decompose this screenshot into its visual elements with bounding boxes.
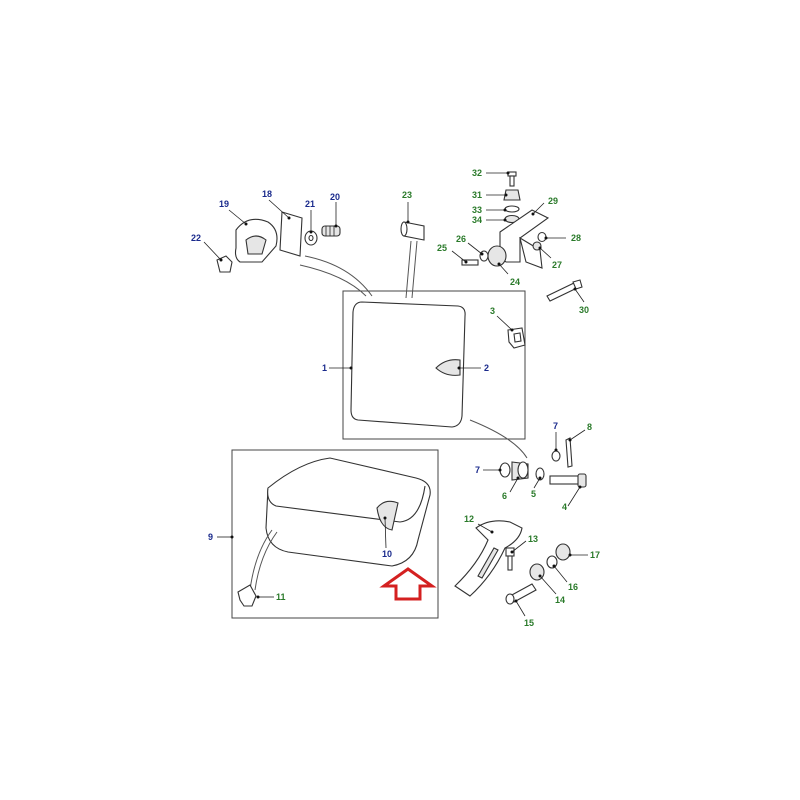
bolt-25 [461,259,479,266]
callout-25: 25 [437,243,447,253]
callout-4: 4 [562,502,567,512]
callout-5: 5 [531,489,536,499]
callout-15: 15 [524,618,534,628]
callout-6: 6 [502,491,507,501]
upper-assembly-frame [342,290,526,440]
clamp-19 [234,218,278,263]
strap-12 [454,520,523,597]
callout-32: 32 [472,168,482,178]
callout-14: 14 [555,595,565,605]
pin-8 [565,437,573,468]
screw-32 [507,171,517,187]
highlight-arrow [379,567,437,601]
washer-5 [535,467,545,481]
cover-flap-10 [376,500,399,531]
callout-22: 22 [191,233,201,243]
callout-16: 16 [568,582,578,592]
callout-34: 34 [472,215,482,225]
callout-7b: 7 [553,421,558,431]
clip-11 [237,584,257,607]
callout-28: 28 [571,233,581,243]
washer-7b [551,450,561,462]
bush-6 [511,461,529,481]
callout-labels: 1 2 3 4 5 6 7 7 8 9 10 11 12 13 14 15 16… [191,168,600,628]
washer-28 [537,231,547,243]
clip-3 [507,327,526,349]
leader-lines [203,171,588,617]
washer-21 [304,230,318,246]
washer-16 [546,555,558,569]
callout-10: 10 [382,549,392,559]
bush-24 [487,245,507,267]
plate-18 [279,211,303,257]
lower-assembly-frame [231,449,439,619]
bush-31 [503,189,521,201]
callout-24: 24 [510,277,520,287]
callout-27: 27 [552,260,562,270]
callout-29: 29 [548,196,558,206]
callout-17: 17 [590,550,600,560]
callout-21: 21 [305,199,315,209]
callout-31: 31 [472,190,482,200]
callout-30: 30 [579,305,589,315]
washer-33 [504,205,520,213]
lower-cushion [265,457,431,567]
bolt-15 [505,583,537,605]
callout-1: 1 [322,363,327,373]
callout-3: 3 [490,306,495,316]
stud-13 [505,547,515,571]
callout-20: 20 [330,192,340,202]
callout-13: 13 [528,534,538,544]
spacer-23 [400,221,425,241]
pin-30 [546,279,583,302]
callout-7a: 7 [475,465,480,475]
screw-20 [321,225,341,237]
bolt-4 [549,473,587,488]
callout-12: 12 [464,514,474,524]
callout-11: 11 [276,592,286,602]
upper-cushion [350,301,466,428]
callout-19: 19 [219,199,229,209]
callout-2: 2 [484,363,489,373]
callout-33: 33 [472,205,482,215]
callout-9: 9 [208,532,213,542]
washer-26 [479,250,489,262]
callout-26: 26 [456,234,466,244]
callout-23: 23 [402,190,412,200]
bush-17 [555,543,571,561]
callout-18: 18 [262,189,272,199]
callout-8: 8 [587,422,592,432]
